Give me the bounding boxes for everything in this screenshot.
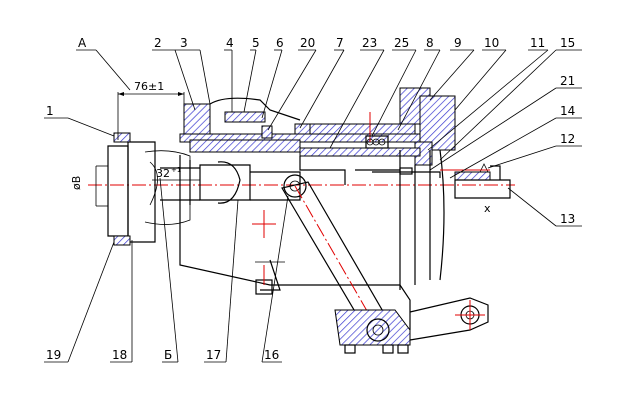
leaders-bottom xyxy=(44,177,289,363)
leaders-left xyxy=(44,117,115,137)
dim-32-tolerance: +1 xyxy=(171,166,181,174)
label-11: 11 xyxy=(530,36,545,50)
label-12: 12 xyxy=(560,132,575,146)
labels-bottom: 19 18 Б 17 16 xyxy=(46,348,279,362)
housing-body xyxy=(179,87,456,330)
label-23: 23 xyxy=(362,36,377,50)
labels-right: 21 14 12 13 xyxy=(560,74,575,226)
cross-mark: x xyxy=(484,202,491,215)
label-B: Б xyxy=(164,348,172,362)
dim-32-text: 32 xyxy=(156,167,170,180)
label-20: 20 xyxy=(300,36,315,50)
left-coupling xyxy=(95,132,191,246)
label-15: 15 xyxy=(560,36,575,50)
label-10: 10 xyxy=(484,36,499,50)
label-17: 17 xyxy=(206,348,221,362)
labels-top: А 2 3 4 5 6 20 7 23 25 8 9 10 11 15 xyxy=(78,36,575,50)
leaders-right xyxy=(429,87,582,227)
label-16: 16 xyxy=(264,348,279,362)
label-21: 21 xyxy=(560,74,575,88)
dim-76-text: 76±1 xyxy=(134,80,164,93)
label-2: 2 xyxy=(154,36,162,50)
label-25: 25 xyxy=(394,36,409,50)
label-3: 3 xyxy=(180,36,188,50)
label-8: 8 xyxy=(426,36,434,50)
dimension-76: 76±1 xyxy=(117,80,185,140)
label-19: 19 xyxy=(46,348,61,362)
label-1: 1 xyxy=(46,104,54,118)
label-9: 9 xyxy=(454,36,462,50)
label-7: 7 xyxy=(336,36,344,50)
label-6: 6 xyxy=(276,36,284,50)
label-4: 4 xyxy=(226,36,234,50)
dim-diameter: øВ xyxy=(70,176,83,190)
label-A: А xyxy=(78,36,87,50)
lever-arm xyxy=(281,174,489,354)
label-5: 5 xyxy=(252,36,260,50)
label-14: 14 xyxy=(560,104,575,118)
label-13: 13 xyxy=(560,212,575,226)
right-end xyxy=(372,163,511,199)
leaders-top xyxy=(76,49,582,161)
label-18: 18 xyxy=(112,348,127,362)
